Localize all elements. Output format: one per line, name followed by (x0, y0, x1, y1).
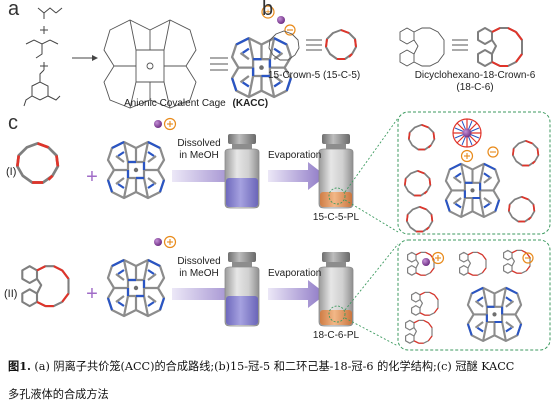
synthesis-arrow-a (72, 55, 98, 61)
equals-mark-b1 (306, 39, 322, 51)
amino-acid-structure (37, 7, 63, 19)
cage-wireframe (103, 19, 197, 109)
cage-row1 (106, 140, 166, 200)
crown5-colored-b (325, 29, 357, 60)
dissolved-label-row1-line1: Dissolved (177, 138, 221, 149)
plus-mark-a1 (40, 26, 48, 34)
plus-mark-a2 (40, 62, 48, 70)
vial2-label: 18-C-6-PL (312, 330, 360, 341)
zoom2-minus-charge (522, 252, 534, 264)
vial1-label: 15-C-5-PL (312, 212, 360, 223)
crown6-wireframe-b (399, 27, 445, 67)
cage-colored-a (230, 37, 293, 99)
caption-figure-number: 图1. (8, 359, 31, 373)
crown5-row1 (16, 142, 60, 184)
cage-caption-text: Anionic Covalent Cage (124, 98, 226, 109)
vial-row1-solution (224, 133, 260, 209)
plus-charge-symbol-a: + (265, 8, 271, 19)
equals-mark-b2 (452, 39, 468, 51)
potassium-ion-row1 (154, 120, 162, 128)
plus-charge-a (261, 5, 275, 19)
vial-row2-pl (318, 251, 354, 327)
zoom-circle-row1 (328, 187, 346, 205)
crown6-label-line2: (18-C-6) (456, 82, 494, 93)
trialdehyde-structure (23, 69, 61, 107)
equals-mark-a (210, 57, 228, 71)
plus-sign-row2: + (86, 283, 98, 305)
crown5-wireframe-b (268, 30, 300, 61)
potassium-ion-a (277, 16, 285, 24)
triamine-structure (25, 39, 59, 59)
process-arrow-evap-row1 (268, 162, 326, 190)
crown5-label: 15-Crown-5 (15-C-5) (268, 70, 361, 81)
cage-row2 (106, 258, 166, 318)
potassium-ion-row2 (154, 238, 162, 246)
figure-caption-line2: 多孔液体的合成方法 (8, 388, 109, 401)
row2-roman: (II) (4, 288, 18, 300)
plus-sign-row1: + (86, 166, 98, 188)
plus-charge-row2 (163, 235, 177, 249)
figure-caption-line1: 图1. (a) 阴离子共价笼(ACC)的合成路线;(b)15-冠-5 和二环己基… (8, 358, 553, 374)
zoom1-minus-charge (487, 146, 499, 158)
dissolved-label-row1-line2: in MeOH (179, 150, 219, 161)
vial-row1-pl (318, 133, 354, 209)
crown6-colored-b (477, 27, 523, 67)
evaporation-label-row2: Evaporation (268, 268, 322, 279)
zoom2-potassium-ion (422, 258, 430, 266)
dissolved-label-row2-line1: Dissolved (177, 256, 221, 267)
cage-caption-abbr: (KACC) (232, 98, 269, 109)
zoom2-plus-charge (431, 251, 445, 265)
panel-letter-c: c (8, 112, 18, 134)
row1-roman: (I) (6, 166, 17, 178)
crown6-row2 (21, 265, 70, 308)
zoom1-complex (452, 118, 482, 148)
zoom1-plus-charge (460, 149, 474, 163)
zoom-box-row1 (397, 111, 551, 235)
zoom-circle-row2 (328, 305, 346, 323)
caption-line1-text: (a) 阴离子共价笼(ACC)的合成路线;(b)15-冠-5 和二环己基-18-… (30, 360, 515, 373)
dissolved-label-row2-line2: in MeOH (179, 268, 219, 279)
plus-charge-row1 (163, 117, 177, 131)
crown6-label-line1: Dicyclohexano-18-Crown-6 (414, 70, 536, 81)
evaporation-label-row1: Evaporation (268, 150, 322, 161)
minus-charge-a (284, 24, 296, 36)
panel-letter-a: a (8, 0, 20, 20)
process-arrow-evap-row2 (268, 280, 326, 308)
cage-caption-a: Anionic Covalent Cage (KACC) (124, 98, 268, 109)
vial-row2-solution (224, 251, 260, 327)
panel-letter-b: b (262, 0, 274, 20)
